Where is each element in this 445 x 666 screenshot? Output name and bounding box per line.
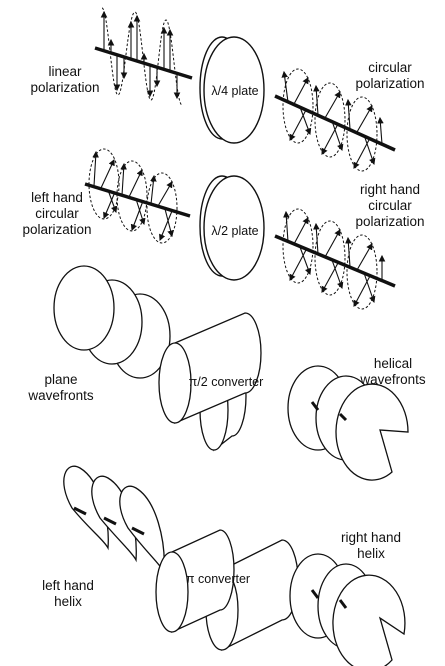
linear-polarization-label: linear polarization xyxy=(22,64,108,96)
quarter-wave-plate-label: λ/4 plate xyxy=(211,84,259,98)
left-hand-circular-input-wave xyxy=(84,148,191,244)
label-line: polarization xyxy=(355,76,425,91)
label-line: right hand xyxy=(340,530,402,545)
plane-wavefronts-label: plane wavefronts xyxy=(20,372,102,404)
label-line: circular xyxy=(35,206,79,221)
pi-converter-label: π converter xyxy=(185,572,251,586)
label-line: helix xyxy=(357,546,385,561)
linear-polarization-wave xyxy=(94,7,193,106)
label-line: wavefronts xyxy=(360,372,426,387)
half-wave-plate xyxy=(199,175,265,281)
plane-wavefronts xyxy=(53,265,171,379)
right-hand-circular-polarization-label: right hand circular polarization xyxy=(340,182,440,230)
label-line: circular xyxy=(368,198,412,213)
left-hand-helix-label: left hand helix xyxy=(28,578,108,610)
label-line: helix xyxy=(54,594,82,609)
label-line: right hand xyxy=(359,182,421,197)
label-line: wavefronts xyxy=(28,388,94,403)
half-wave-plate-label: λ/2 plate xyxy=(211,224,259,238)
helical-wavefronts xyxy=(287,365,409,481)
label-line: polarization xyxy=(30,80,100,95)
label-line: polarization xyxy=(355,214,425,229)
quarter-wave-plate xyxy=(199,36,265,144)
circular-polarization-output-wave xyxy=(274,68,396,172)
circular-polarization-label: circular polarization xyxy=(340,60,440,92)
pi-mode-converter xyxy=(155,529,299,652)
left-hand-helix xyxy=(63,465,165,575)
label-line: left hand xyxy=(31,190,83,205)
half-pi-mode-converter xyxy=(158,312,262,452)
label-line: left hand xyxy=(42,578,94,593)
half-pi-converter-label: π/2 converter xyxy=(188,375,264,389)
label-line: circular xyxy=(368,60,412,75)
left-hand-circular-polarization-label: left hand circular polarization xyxy=(14,190,100,238)
label-line: plane xyxy=(44,372,78,387)
helical-wavefronts-label: helical wavefronts xyxy=(346,356,440,388)
right-hand-circular-output-wave xyxy=(274,208,396,310)
label-line: linear xyxy=(48,64,82,79)
right-hand-helix xyxy=(289,553,406,666)
right-hand-helix-label: right hand helix xyxy=(326,530,416,562)
label-line: polarization xyxy=(22,222,92,237)
label-line: helical xyxy=(373,356,413,371)
